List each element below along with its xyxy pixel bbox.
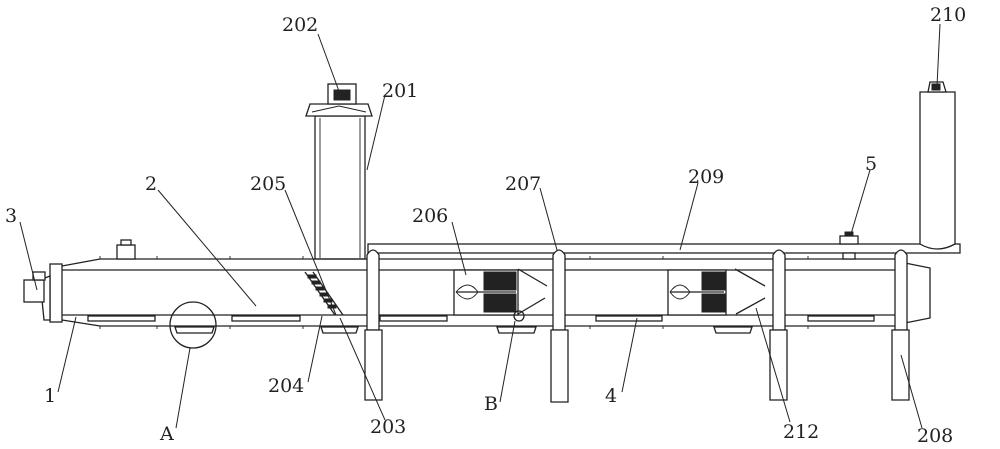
right-tower	[920, 82, 955, 249]
top-fitting-left	[117, 240, 135, 259]
label-209: 209	[688, 166, 724, 188]
leader-lines	[20, 24, 940, 428]
label-3: 3	[5, 205, 17, 227]
detail-circle-a	[170, 302, 216, 348]
label-210: 210	[930, 4, 966, 26]
bottom-strips	[88, 316, 874, 321]
label-b: B	[484, 393, 498, 415]
label-5: 5	[865, 153, 877, 175]
fan-unit-1	[454, 270, 518, 315]
label-206: 206	[412, 205, 448, 227]
label-212: 212	[783, 421, 819, 443]
label-205: 205	[250, 173, 286, 195]
label-207: 207	[505, 173, 541, 195]
label-2: 2	[145, 173, 157, 195]
label-204: 204	[268, 375, 304, 397]
end-motor	[24, 264, 62, 322]
label-1: 1	[44, 385, 56, 407]
label-a: A	[159, 423, 174, 445]
upper-pipe	[368, 244, 960, 253]
label-208: 208	[917, 425, 953, 447]
label-203: 203	[370, 416, 406, 438]
bottom-feet	[175, 327, 752, 333]
label-201: 201	[382, 80, 418, 102]
spiral-blades	[305, 272, 343, 315]
label-4: 4	[605, 385, 617, 407]
fan-unit-2	[668, 270, 726, 315]
detail-circle-b	[514, 311, 524, 321]
left-tower	[306, 84, 372, 259]
label-202: 202	[282, 14, 318, 36]
